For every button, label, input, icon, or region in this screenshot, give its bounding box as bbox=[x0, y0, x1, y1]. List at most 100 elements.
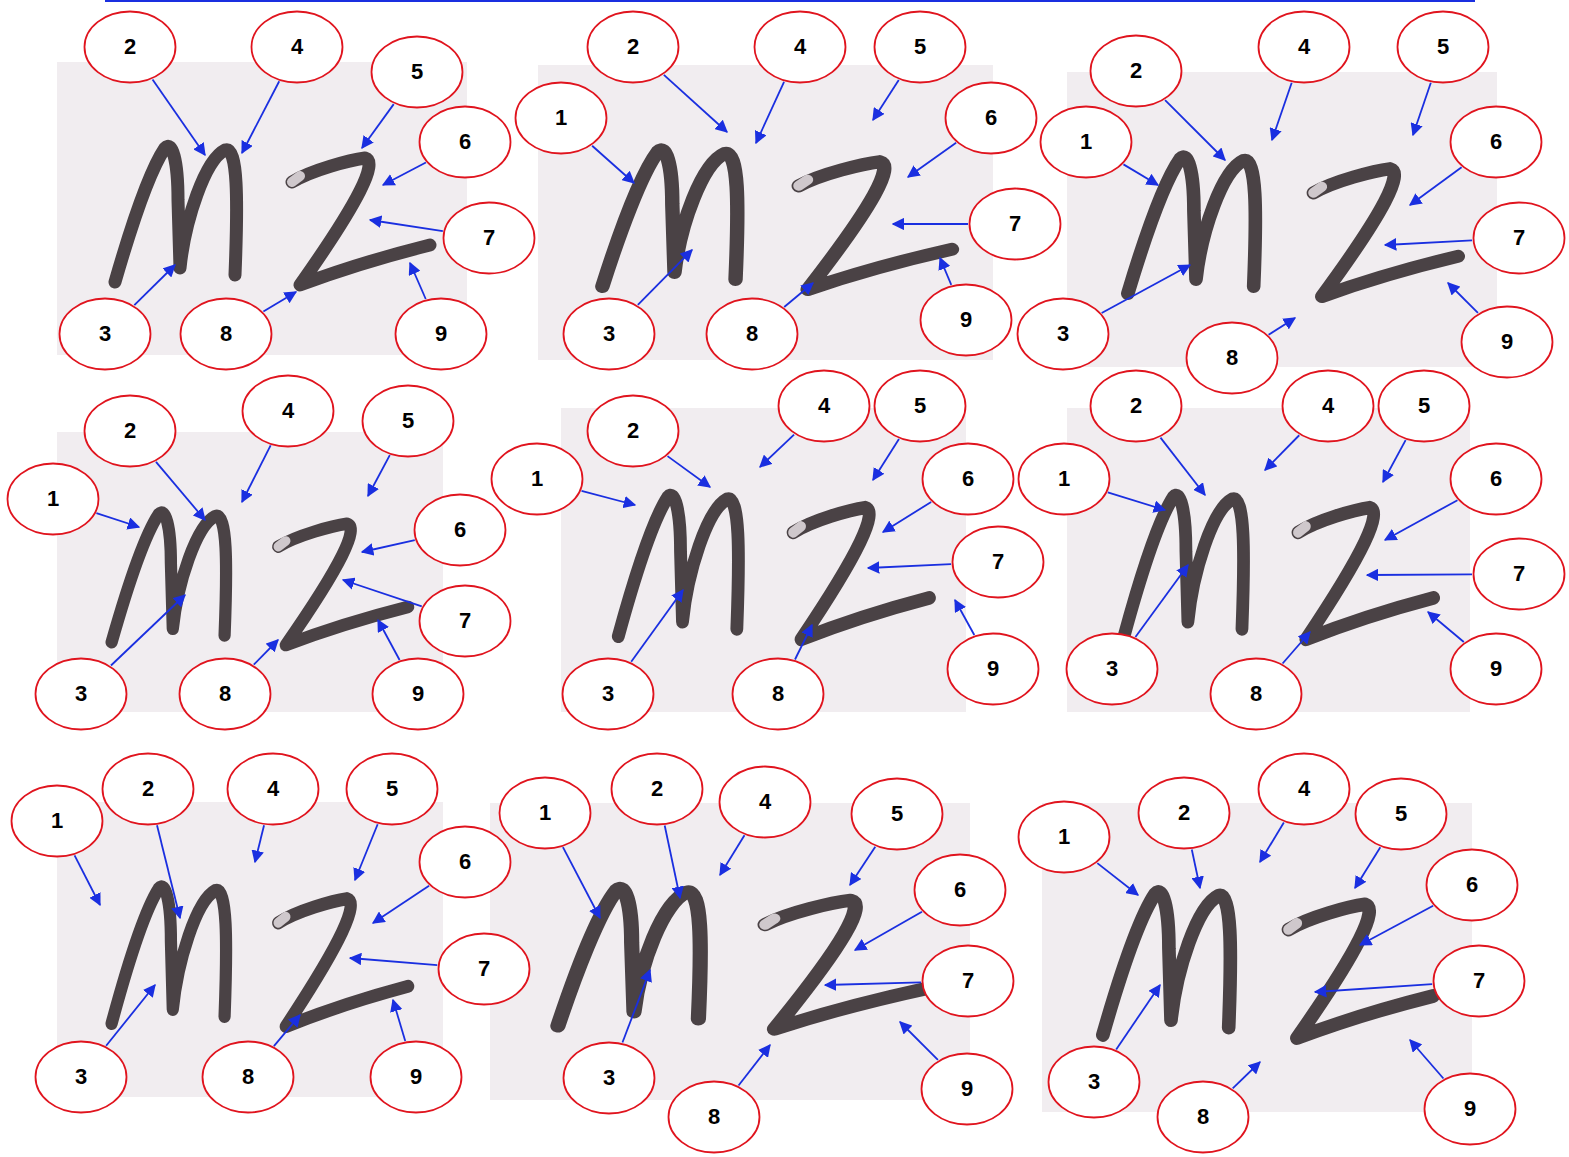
callout-number: 3 bbox=[561, 657, 655, 731]
callout-number: 5 bbox=[1377, 369, 1471, 443]
callout-number: 2 bbox=[1089, 34, 1183, 108]
callout-circle: 6 bbox=[418, 105, 512, 179]
callout-number: 1 bbox=[1039, 105, 1133, 179]
leader-line bbox=[1383, 440, 1406, 482]
callout-circle: 7 bbox=[437, 932, 531, 1006]
callout-number: 1 bbox=[498, 776, 592, 850]
callout-circle: 3 bbox=[1065, 632, 1159, 706]
callout-circle: 5 bbox=[873, 369, 967, 443]
leader-line bbox=[242, 445, 271, 502]
callout-number: 7 bbox=[418, 584, 512, 658]
callout-circle: 7 bbox=[968, 187, 1062, 261]
leader-line bbox=[254, 640, 278, 665]
callout-circle: 4 bbox=[1257, 10, 1351, 84]
callout-circle: 1 bbox=[6, 462, 100, 536]
leader-line bbox=[664, 75, 727, 132]
callout-number: 9 bbox=[920, 1052, 1014, 1126]
callout-number: 7 bbox=[1472, 537, 1566, 611]
leader-line bbox=[1413, 83, 1431, 135]
callout-circle: 6 bbox=[413, 493, 507, 567]
leader-line bbox=[1269, 318, 1295, 335]
handwriting bbox=[602, 150, 952, 290]
callout-number: 8 bbox=[201, 1040, 295, 1114]
callout-number: 2 bbox=[586, 394, 680, 468]
callout-number: 9 bbox=[1423, 1072, 1517, 1146]
callout-circle: 3 bbox=[562, 297, 656, 371]
callout-number: 2 bbox=[83, 10, 177, 84]
callout-circle: 3 bbox=[562, 1041, 656, 1115]
callout-circle: 6 bbox=[1449, 442, 1543, 516]
leader-line bbox=[1385, 500, 1457, 540]
callout-number: 3 bbox=[1047, 1045, 1141, 1119]
callout-circle: 9 bbox=[394, 297, 488, 371]
leader-line bbox=[410, 263, 426, 299]
callout-number: 1 bbox=[1017, 442, 1111, 516]
callout-number: 6 bbox=[921, 442, 1015, 516]
callout-circle: 8 bbox=[179, 297, 273, 371]
callout-circle: 1 bbox=[490, 442, 584, 516]
callout-number: 9 bbox=[1460, 305, 1554, 379]
callout-number: 2 bbox=[586, 10, 680, 84]
callout-number: 8 bbox=[705, 297, 799, 371]
callout-circle: 8 bbox=[705, 297, 799, 371]
leader-line bbox=[665, 825, 680, 898]
leader-line bbox=[1097, 863, 1138, 895]
callout-number: 6 bbox=[413, 493, 507, 567]
callout-circle: 7 bbox=[951, 525, 1045, 599]
leader-line bbox=[1410, 1040, 1443, 1078]
leader-line bbox=[1192, 849, 1200, 888]
leader-line bbox=[1272, 83, 1292, 140]
handwriting bbox=[558, 888, 927, 1029]
callout-number: 2 bbox=[1089, 369, 1183, 443]
callout-number: 5 bbox=[1396, 10, 1490, 84]
leader-line bbox=[760, 435, 794, 467]
callout-number: 5 bbox=[370, 35, 464, 109]
callout-circle: 4 bbox=[241, 374, 335, 448]
callout-circle: 2 bbox=[101, 752, 195, 826]
callout-number: 6 bbox=[1449, 105, 1543, 179]
leader-line bbox=[362, 104, 394, 148]
callout-number: 3 bbox=[562, 297, 656, 371]
leader-line bbox=[75, 855, 100, 905]
callout-number: 4 bbox=[226, 752, 320, 826]
callout-circle: 7 bbox=[418, 584, 512, 658]
leader-line bbox=[373, 886, 429, 923]
leader-line bbox=[1123, 164, 1158, 185]
handwriting bbox=[1124, 495, 1434, 639]
leader-line bbox=[668, 456, 710, 487]
handwriting bbox=[1103, 892, 1433, 1038]
sample-background bbox=[1067, 72, 1497, 367]
callout-number: 4 bbox=[718, 765, 812, 839]
leader-line bbox=[1448, 283, 1478, 313]
callout-circle: 9 bbox=[1423, 1072, 1517, 1146]
leader-line bbox=[362, 540, 415, 552]
callout-circle: 9 bbox=[919, 283, 1013, 357]
callout-number: 1 bbox=[6, 462, 100, 536]
callout-circle: 1 bbox=[1017, 800, 1111, 874]
callout-number: 8 bbox=[1209, 657, 1303, 731]
leader-line bbox=[343, 580, 422, 606]
callout-circle: 1 bbox=[10, 784, 104, 858]
leader-line bbox=[1367, 573, 1472, 575]
callout-number: 5 bbox=[873, 10, 967, 84]
callout-circle: 6 bbox=[418, 825, 512, 899]
callout-circle: 4 bbox=[753, 10, 847, 84]
callout-number: 6 bbox=[944, 81, 1038, 155]
callout-circle: 3 bbox=[58, 297, 152, 371]
callout-number: 7 bbox=[951, 525, 1045, 599]
callout-number: 4 bbox=[1257, 752, 1351, 826]
leader-line bbox=[868, 564, 951, 568]
callout-circle: 2 bbox=[83, 10, 177, 84]
leader-line bbox=[383, 163, 426, 185]
leader-line bbox=[825, 982, 921, 985]
callout-circle: 7 bbox=[1432, 944, 1526, 1018]
callout-number: 3 bbox=[34, 657, 128, 731]
callout-circle: 4 bbox=[250, 10, 344, 84]
callout-circle: 7 bbox=[1472, 537, 1566, 611]
leader-line bbox=[1116, 985, 1160, 1049]
callout-number: 3 bbox=[34, 1040, 128, 1114]
callout-number: 4 bbox=[777, 369, 871, 443]
callout-circle: 2 bbox=[83, 394, 177, 468]
callout-number: 5 bbox=[345, 752, 439, 826]
